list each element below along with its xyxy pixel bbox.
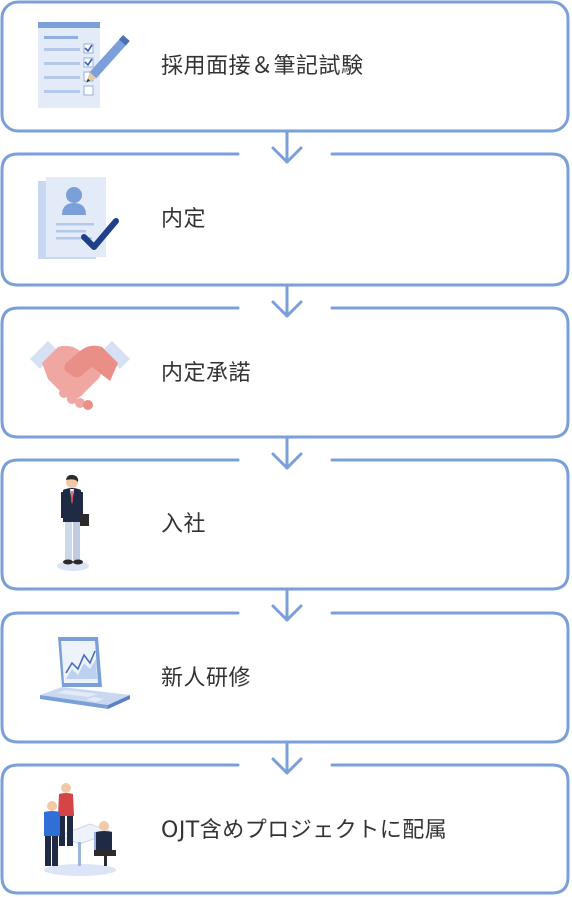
businessman-icon [57,474,89,571]
flow-arrow-4 [271,587,303,622]
step-box-3 [0,306,570,439]
flow-arrow-1 [271,129,303,164]
step-box-2 [0,152,570,287]
step-box-6 [0,763,570,895]
laptop-chart-icon [40,637,130,709]
step-box-4 [0,458,570,591]
step-label-offer: 内定 [161,207,207,232]
flow-arrow-2 [271,283,303,318]
step-label-offer-acceptance: 内定承諾 [161,361,252,386]
offer-document-check-icon [38,177,119,259]
step-label-new-hire-training: 新人研修 [161,666,252,691]
step-label-interview-exam: 採用面接＆筆記試験 [161,54,364,79]
step-box-5 [0,611,570,744]
exam-checklist-icon [38,22,130,108]
flow-arrow-3 [271,435,303,470]
step-label-project-assignment: OJT含めプロジェクトに配属 [161,818,448,843]
handshake-icon [30,341,130,410]
flow-arrow-5 [271,740,303,775]
step-label-joining: 入社 [161,512,207,537]
team-meeting-icon [44,783,116,876]
step-box-1 [0,0,570,133]
